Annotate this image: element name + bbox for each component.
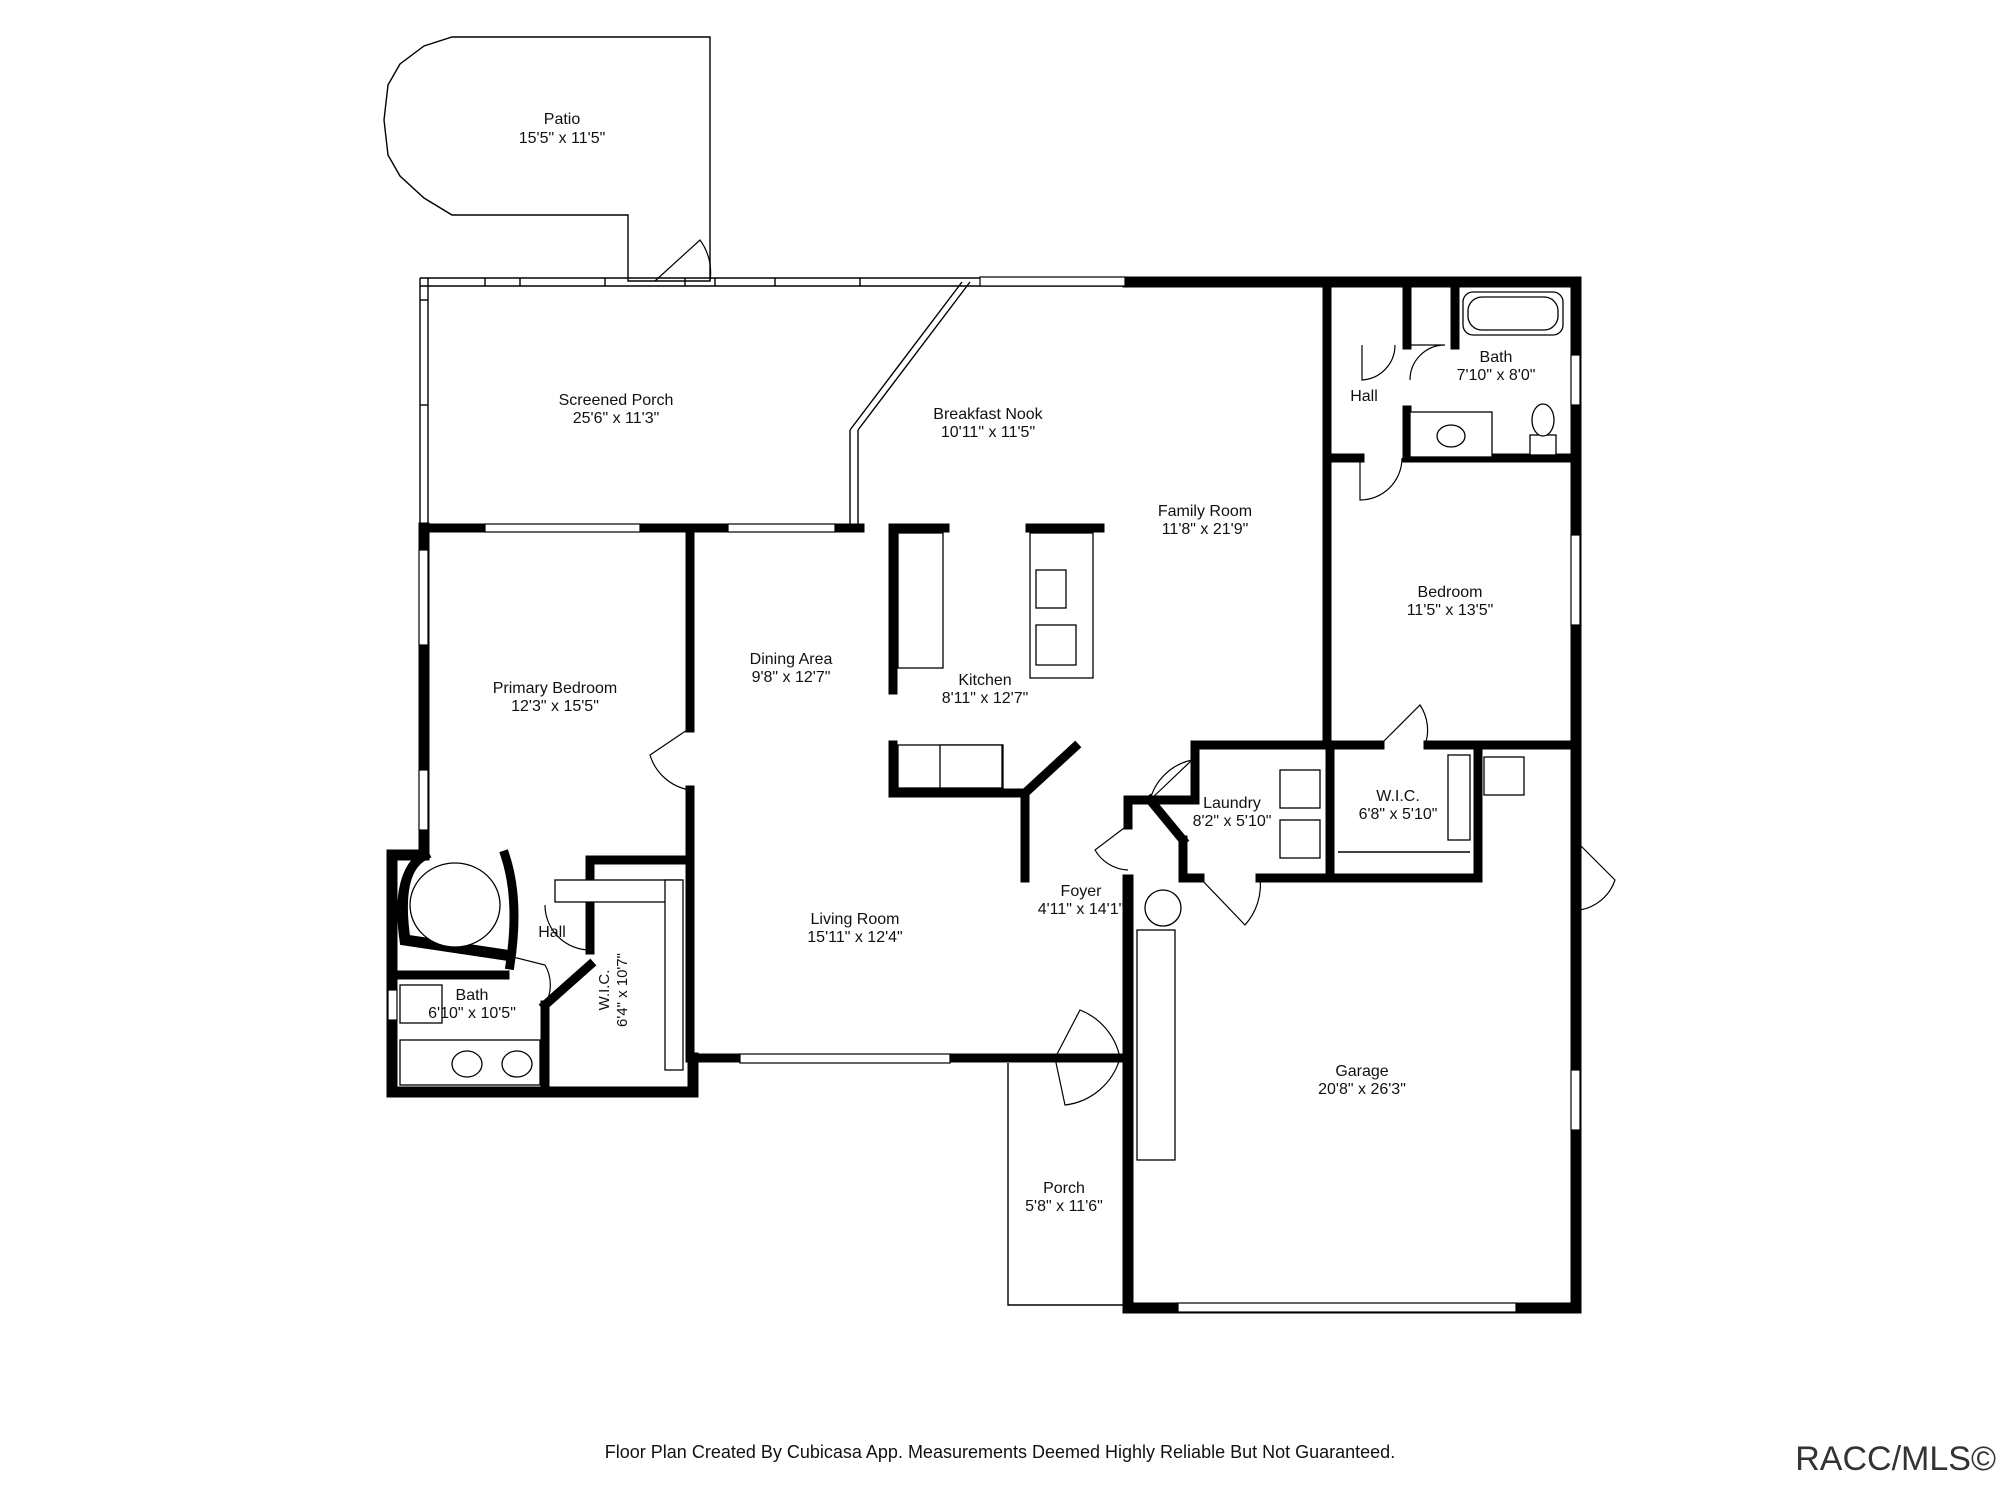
- garage-label: Garage: [1335, 1063, 1388, 1080]
- bath-left-dim: 6'10" x 10'5": [428, 1005, 516, 1022]
- family-room-dim: 11'8" x 21'9": [1162, 521, 1249, 538]
- dining-area-label: Dining Area: [750, 651, 833, 668]
- hall-top-label: Hall: [1350, 388, 1378, 405]
- patio-outline: [383, 36, 711, 282]
- porch-dim: 5'8" x 11'6": [1025, 1198, 1103, 1215]
- wic-right-label: W.I.C.: [1376, 788, 1420, 805]
- primary-bedroom-dim: 12'3" x 15'5": [511, 698, 599, 715]
- bedroom-dim: 11'5" x 13'5": [1407, 602, 1494, 619]
- foyer-dim: 4'11" x 14'1": [1038, 901, 1125, 918]
- bedroom-label: Bedroom: [1418, 584, 1483, 601]
- screened-porch-dim: 25'6" x 11'3": [573, 410, 660, 427]
- front-porch: [1007, 1063, 1128, 1306]
- kitchen-label: Kitchen: [958, 672, 1011, 689]
- bath-top-label: Bath: [1480, 349, 1513, 366]
- porch-label: Porch: [1043, 1180, 1085, 1197]
- copyright-text: RACC/MLS©: [1795, 1440, 1996, 1478]
- hall-left-label: Hall: [538, 924, 566, 941]
- patio-dim: 15'5" x 11'5": [519, 130, 606, 147]
- living-room-label: Living Room: [811, 911, 900, 928]
- breakfast-nook-label: Breakfast Nook: [933, 406, 1043, 423]
- screened-porch-walls: [419, 277, 1128, 528]
- wic-right-dim: 6'8" x 5'10": [1359, 806, 1438, 823]
- laundry-label: Laundry: [1203, 795, 1261, 812]
- disclaimer-text: Floor Plan Created By Cubicasa App. Meas…: [604, 1442, 1396, 1462]
- wic-left-label: W.I.C.: [596, 970, 613, 1011]
- interior-walls: [387, 277, 1581, 1097]
- screened-porch-label: Screened Porch: [559, 392, 674, 409]
- breakfast-nook-dim: 10'11" x 11'5": [941, 424, 1035, 441]
- patio-label: Patio: [544, 111, 581, 128]
- wic-left-dim: 6'4" x 10'7": [614, 953, 631, 1027]
- foyer-label: Foyer: [1061, 883, 1103, 900]
- bath-top-dim: 7'10" x 8'0": [1457, 367, 1536, 384]
- kitchen-dim: 8'11" x 12'7": [942, 690, 1029, 707]
- living-room-dim: 15'11" x 12'4": [807, 929, 902, 946]
- bath-left-label: Bath: [456, 987, 489, 1004]
- doors: [504, 239, 1616, 1106]
- laundry-dim: 8'2" x 5'10": [1193, 813, 1272, 830]
- room-labels: Patio 15'5" x 11'5" Screened Porch 25'6"…: [428, 111, 1535, 1215]
- family-room-label: Family Room: [1158, 503, 1252, 520]
- windows: [387, 276, 1581, 1313]
- fixtures: [399, 291, 1564, 1161]
- primary-bedroom-label: Primary Bedroom: [493, 680, 617, 697]
- dining-area-dim: 9'8" x 12'7": [752, 669, 831, 686]
- garage-dim: 20'8" x 26'3": [1318, 1081, 1406, 1098]
